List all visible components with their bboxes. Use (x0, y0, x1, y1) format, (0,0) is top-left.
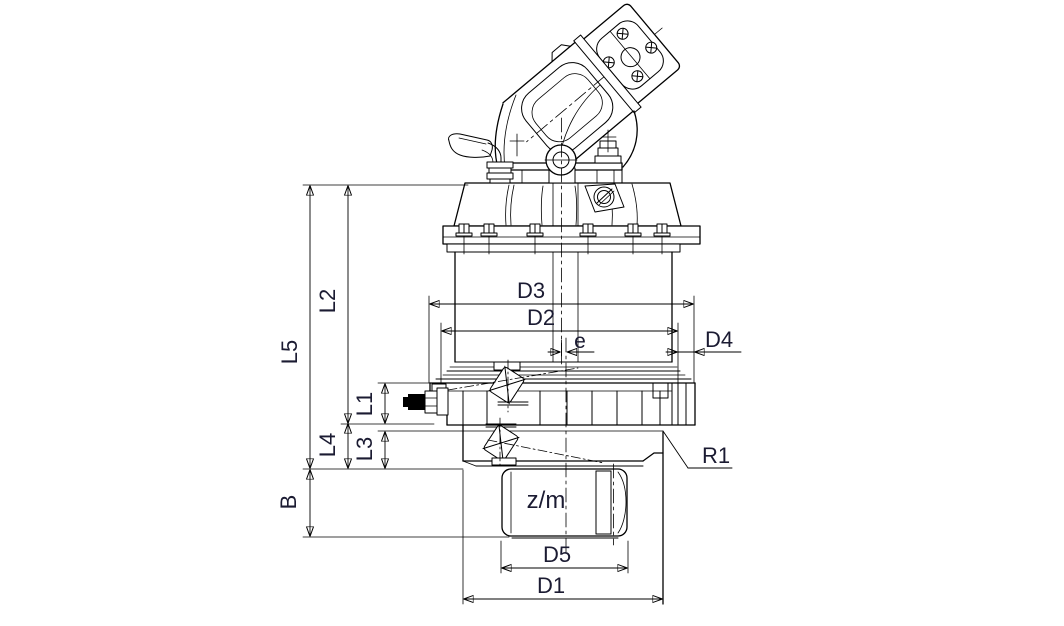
dim-D5: D5 (502, 542, 627, 568)
dim-label-L3: L3 (352, 437, 377, 461)
gear-housing-cylinder (454, 251, 673, 363)
motor-body-right-edge (572, 110, 634, 163)
dim-label-D1: D1 (537, 573, 565, 598)
hydraulic-motor (494, 3, 681, 169)
dim-L3: L3 (352, 432, 385, 468)
dim-label-D5: D5 (543, 542, 571, 567)
grease-fitting (403, 387, 449, 416)
motor-body-left-edge (502, 41, 576, 104)
lifting-lug (544, 144, 578, 176)
dimensions: L5 L2 L1 L4 L3 B D3 D2 (276, 184, 742, 605)
ring-segment-lines (462, 390, 661, 426)
motor-mounting-plate-assembly (448, 129, 623, 184)
dim-L2: L2 (315, 186, 348, 423)
dim-D1: D1 (464, 573, 662, 599)
dim-label-D2: D2 (527, 305, 555, 330)
dim-e: e (547, 330, 595, 365)
dim-label-L1: L1 (352, 392, 377, 416)
dim-label-e: e (574, 330, 586, 353)
hose-elbow-fitting (448, 133, 525, 184)
dim-D3: D3 (430, 278, 693, 304)
dim-label-D4: D4 (705, 327, 733, 352)
clamp-section-hatch (652, 382, 669, 399)
dim-D4: D4 (665, 327, 742, 352)
dim-B: B (276, 470, 310, 536)
dim-label-D3: D3 (517, 278, 545, 303)
dim-L4: L4 (315, 424, 348, 468)
output-pinion (501, 463, 628, 546)
slewing-ring-band (403, 361, 696, 426)
upper-taper-bearing (488, 359, 529, 413)
motor-neck-left (494, 103, 504, 169)
dim-label-L4: L4 (315, 433, 340, 457)
callout-label-R1: R1 (702, 443, 730, 468)
bearing-contact-line (447, 367, 579, 391)
bell-housing-body (453, 182, 682, 227)
dim-D2: D2 (442, 305, 677, 331)
motor-body-notch (551, 44, 571, 63)
valve-block (594, 129, 622, 164)
bearing-contact-line (487, 439, 605, 464)
gear-teeth-module-label: z/m (527, 487, 566, 514)
bell-housing (442, 182, 701, 255)
dim-L5: L5 (277, 186, 310, 468)
callout-R1: R1 (662, 430, 733, 469)
dim-label-L5: L5 (277, 340, 302, 364)
tooth-flank-curve (617, 471, 627, 534)
motor-neck-contour (503, 94, 517, 169)
extension-lines (302, 184, 695, 605)
motor-flange (573, 34, 642, 114)
dim-label-L2: L2 (315, 289, 340, 313)
motor-body-contour-inner (531, 73, 603, 143)
adapter-corner-chamfer (642, 452, 664, 462)
dim-label-B: B (276, 495, 301, 510)
bell-flange-step (446, 243, 681, 253)
filler-plug (584, 183, 625, 213)
dim-L1: L1 (352, 384, 385, 423)
motor-shaft-center (620, 47, 641, 68)
motor-neck-right (622, 110, 638, 168)
motor-body-contour (521, 62, 614, 154)
